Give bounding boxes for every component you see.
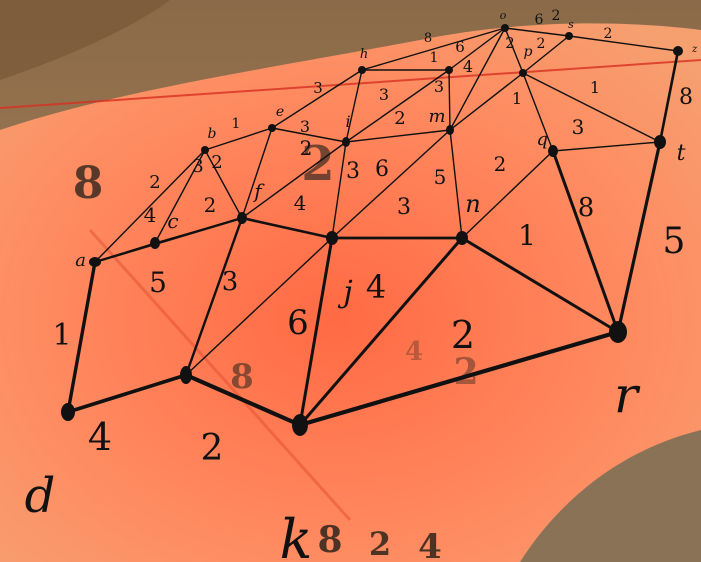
edge-weight-i-l: 3: [379, 85, 389, 104]
node-label-i: i: [345, 112, 350, 131]
node-m: [446, 125, 454, 135]
edge-weight-e-h: 3: [313, 79, 323, 97]
node-g: [180, 366, 192, 384]
edge-weight-n-q: 2: [494, 152, 507, 176]
edge-weight-b-f: 2: [211, 152, 222, 173]
node-k: [292, 414, 308, 436]
edge-weight-j-n: 3: [397, 195, 411, 220]
edge-weight-e-i: 3: [300, 117, 310, 136]
background-number: 8: [73, 158, 104, 209]
node-a: [89, 257, 101, 267]
node-j: [326, 231, 338, 245]
node-p: [519, 69, 527, 77]
edge-weight-m-n: 5: [434, 165, 447, 189]
node-label-q: q: [536, 129, 548, 150]
edge-weight-p-q: 1: [512, 89, 522, 108]
node-label-o: o: [500, 9, 507, 22]
node-z: [673, 46, 683, 56]
node-s: [565, 32, 573, 40]
background-number: 8: [317, 519, 342, 561]
edge-weight-p-s: 2: [552, 8, 561, 24]
node-b: [201, 146, 209, 154]
edge-weight-t-r: 5: [663, 221, 686, 262]
edge-weight-i-m: 2: [394, 108, 405, 129]
edge-weight-m-p: 2: [505, 34, 515, 52]
edge-weight-f-j: 4: [294, 191, 307, 215]
node-h: [358, 66, 366, 74]
node-label-a: a: [75, 250, 86, 271]
edge-weight-k-r: 2: [451, 313, 475, 357]
edge-weight-h-l: 1: [430, 50, 439, 66]
edge-weight-s-z: 2: [604, 26, 613, 42]
edge-weight-q-r: 8: [578, 193, 595, 223]
edge-weight-g-k: 2: [201, 428, 224, 469]
background-number: 8: [230, 357, 254, 397]
edge-weight-i-j: 3: [346, 159, 360, 184]
edge-weight-f-i: 2: [300, 136, 313, 160]
node-o: [501, 24, 509, 32]
edge-weight-c-f: 2: [204, 193, 217, 217]
edge-weight-j-k: 6: [287, 303, 309, 343]
edge-weight-l-m: 3: [434, 77, 444, 96]
edge-weight-m-o: 4: [463, 57, 473, 76]
node-label-b: b: [208, 126, 217, 142]
node-label-p: p: [524, 44, 533, 60]
edge-weight-q-t: 3: [572, 115, 585, 139]
node-r: [609, 321, 627, 343]
edge-weight-b-c: 3: [192, 156, 203, 177]
edge-weight-d-g: 4: [88, 415, 112, 459]
node-label-h: h: [360, 47, 368, 62]
edge-weight-a-b: 2: [149, 172, 160, 193]
node-label-s: s: [568, 18, 574, 31]
edge-l-m: [449, 70, 450, 130]
node-label-n: n: [465, 190, 480, 218]
background-number: 4: [418, 527, 442, 562]
background-number: 4: [405, 337, 423, 367]
edge-weight-l-o: 6: [455, 38, 465, 56]
node-label-d: d: [25, 468, 56, 524]
node-e: [268, 124, 276, 132]
node-label-t: t: [677, 141, 686, 166]
edge-weight-p-t: 1: [590, 78, 600, 97]
edge-weight-f-g: 3: [222, 267, 239, 297]
node-label-e: e: [276, 104, 284, 120]
node-l: [445, 66, 453, 74]
node-label-k: k: [280, 508, 313, 562]
edge-weight-o-p: 2: [537, 36, 546, 52]
edge-weight-a-f: 5: [149, 266, 167, 299]
edge-weight-k-n: 4: [366, 268, 386, 306]
node-c: [150, 237, 160, 249]
edge-weight-b-e: 1: [232, 116, 241, 132]
edge-weight-j-m: 6: [375, 157, 389, 182]
node-i: [342, 137, 350, 147]
edge-weight-o-s: 6: [535, 12, 544, 28]
node-d: [61, 403, 75, 421]
node-label-r: r: [614, 366, 641, 424]
node-f: [237, 212, 247, 224]
edge-weight-h-o: 8: [424, 31, 432, 46]
node-n: [456, 231, 468, 245]
edge-weight-a-c: 4: [144, 203, 157, 227]
edge-weight-a-d: 1: [52, 318, 71, 353]
node-label-m: m: [428, 106, 445, 127]
node-t: [654, 135, 666, 149]
edge-weight-z-t: 8: [679, 85, 693, 110]
node-label-c: c: [167, 209, 178, 233]
edge-weight-n-r: 1: [518, 219, 536, 252]
background-number: 2: [369, 525, 391, 562]
node-q: [548, 145, 558, 157]
node-label-z: z: [691, 44, 698, 55]
